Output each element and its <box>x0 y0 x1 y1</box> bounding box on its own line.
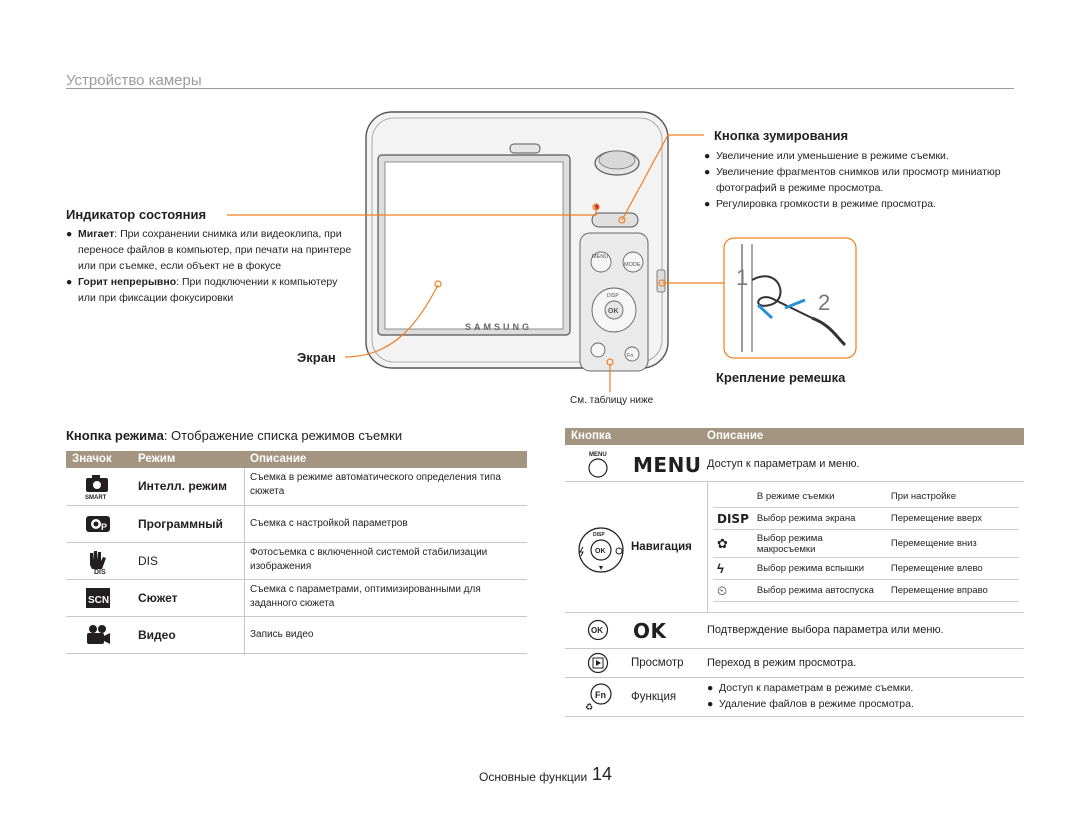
camera-diagram: SAMSUNG MENU MODE OK DISP Fn <box>227 111 857 392</box>
svg-text:OK: OK <box>608 308 619 315</box>
fn-list: ●Доступ к параметрам в режиме съемки. ●У… <box>707 680 914 712</box>
list-item: ●Удаление файлов в режиме просмотра. <box>707 698 914 710</box>
svg-text:SCN: SCN <box>88 595 109 606</box>
status-callout-title: Индикатор состояния <box>66 207 207 222</box>
see-table-note: См. таблицу ниже <box>570 395 654 406</box>
nav-dial-icon: OK DISP <box>573 522 629 583</box>
list-item: ●Горит непрерывно: При подключении к ком… <box>66 276 338 304</box>
svg-text:Fn: Fn <box>627 353 633 359</box>
list-item: ●Доступ к параметрам в режиме съемки. <box>707 682 914 694</box>
table-row: SCN Сюжет Съемка с параметрами, оптимизи… <box>66 580 527 617</box>
table-row: Fn♻ Функция ●Доступ к параметрам в режим… <box>565 678 1024 717</box>
svg-text:DISP: DISP <box>607 293 619 299</box>
fn-button-icon: Fn♻ <box>583 682 613 717</box>
mode-button-line: Кнопка режима: Отображение списка режимо… <box>66 428 403 443</box>
program-icon: P <box>84 512 112 536</box>
table-row: DIS DIS Фотосъемка с включенной системой… <box>66 543 527 580</box>
svg-text:MODE: MODE <box>624 262 641 268</box>
strap-inset: 1 2 <box>730 244 850 352</box>
svg-text:MENU: MENU <box>592 254 608 260</box>
table-row: SMART Интелл. режим Съемка в режиме авто… <box>66 468 527 506</box>
svg-text:Fn: Fn <box>595 690 606 700</box>
svg-text:SMART: SMART <box>85 495 107 500</box>
strap-step-1: 1 <box>736 265 748 290</box>
footer-label: Основные функции <box>479 770 588 784</box>
smart-auto-icon: SMART <box>84 474 112 501</box>
timer-icon: ⏲ <box>713 579 753 602</box>
play-button-icon <box>587 652 611 681</box>
page-number: 14 <box>592 764 613 784</box>
table-row: Видео Запись видео <box>66 617 527 654</box>
menu-button-icon: MENU <box>587 449 611 484</box>
table-row: Просмотр Переход в режим просмотра. <box>565 649 1024 678</box>
macro-icon: ✿ <box>713 529 753 558</box>
svg-text:P: P <box>101 522 107 532</box>
list-item: ●Увеличение или уменьшение в режиме съем… <box>704 150 949 162</box>
zoom-callout-list: ●Увеличение или уменьшение в режиме съем… <box>704 148 1014 212</box>
svg-text:DIS: DIS <box>94 569 106 575</box>
list-item: ●Регулировка громкости в режиме просмотр… <box>704 198 936 210</box>
table-row: P Программный Съемка с настройкой параме… <box>66 506 527 543</box>
list-item: ●Увеличение фрагментов снимков или просм… <box>704 166 1001 194</box>
screen-callout-title: Экран <box>297 350 336 365</box>
svg-text:DISP: DISP <box>593 532 605 538</box>
status-callout-list: ●Мигает: При сохранении снимка или видео… <box>66 226 356 306</box>
zoom-callout-title: Кнопка зумирования <box>714 128 849 143</box>
section-title: Устройство камеры <box>66 72 202 89</box>
table-row: OK OK Подтверждение выбора параметра или… <box>565 613 1024 649</box>
svg-text:OK: OK <box>595 548 606 555</box>
svg-text:♻: ♻ <box>585 702 593 712</box>
strap-callout-title: Крепление ремешка <box>716 370 846 385</box>
disp-icon: DISP <box>713 507 753 530</box>
button-table-header: Кнопка Описание <box>565 428 1024 445</box>
ok-button-icon: OK <box>587 619 611 648</box>
button-table: Кнопка Описание MENU MENU Доступ к парам… <box>565 428 1024 720</box>
dis-icon: DIS <box>84 547 112 576</box>
table-row: MENU MENU Доступ к параметрам и меню. <box>565 445 1024 482</box>
video-icon <box>84 623 112 647</box>
mode-table: Значок Режим Описание SMART Интелл. режи… <box>66 451 527 655</box>
svg-text:OK: OK <box>591 626 603 635</box>
flash-icon: ϟ <box>713 557 753 580</box>
list-item: ●Мигает: При сохранении снимка или видео… <box>66 228 352 272</box>
mode-table-header: Значок Режим Описание <box>66 451 527 468</box>
section-rule <box>66 88 1014 89</box>
brand-logo: SAMSUNG <box>465 322 532 332</box>
strap-step-2: 2 <box>818 290 830 315</box>
camera-body: SAMSUNG MENU MODE OK DISP Fn <box>365 111 669 372</box>
scene-icon: SCN <box>84 586 112 610</box>
svg-text:MENU: MENU <box>589 452 607 458</box>
